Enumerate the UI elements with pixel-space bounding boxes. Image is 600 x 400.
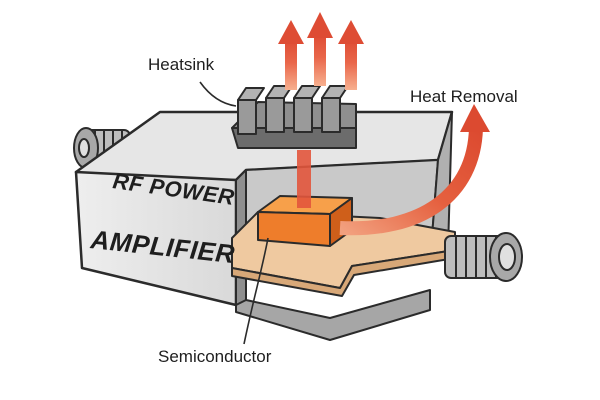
heat-removal-label: Heat Removal [410, 87, 518, 106]
callout-lines [199, 81, 269, 345]
heatsink-label: Heatsink [148, 55, 215, 74]
heatsink [231, 85, 357, 149]
heat-up-arrow-icon [278, 12, 364, 90]
heat-removal-arrow-icon [339, 104, 490, 236]
semiconductor-label: Semiconductor [158, 347, 272, 366]
semiconductor-callout-line [243, 237, 269, 345]
heatsink-callout-line [199, 81, 237, 107]
heat-column [297, 150, 311, 208]
connector-right-icon [444, 232, 523, 282]
